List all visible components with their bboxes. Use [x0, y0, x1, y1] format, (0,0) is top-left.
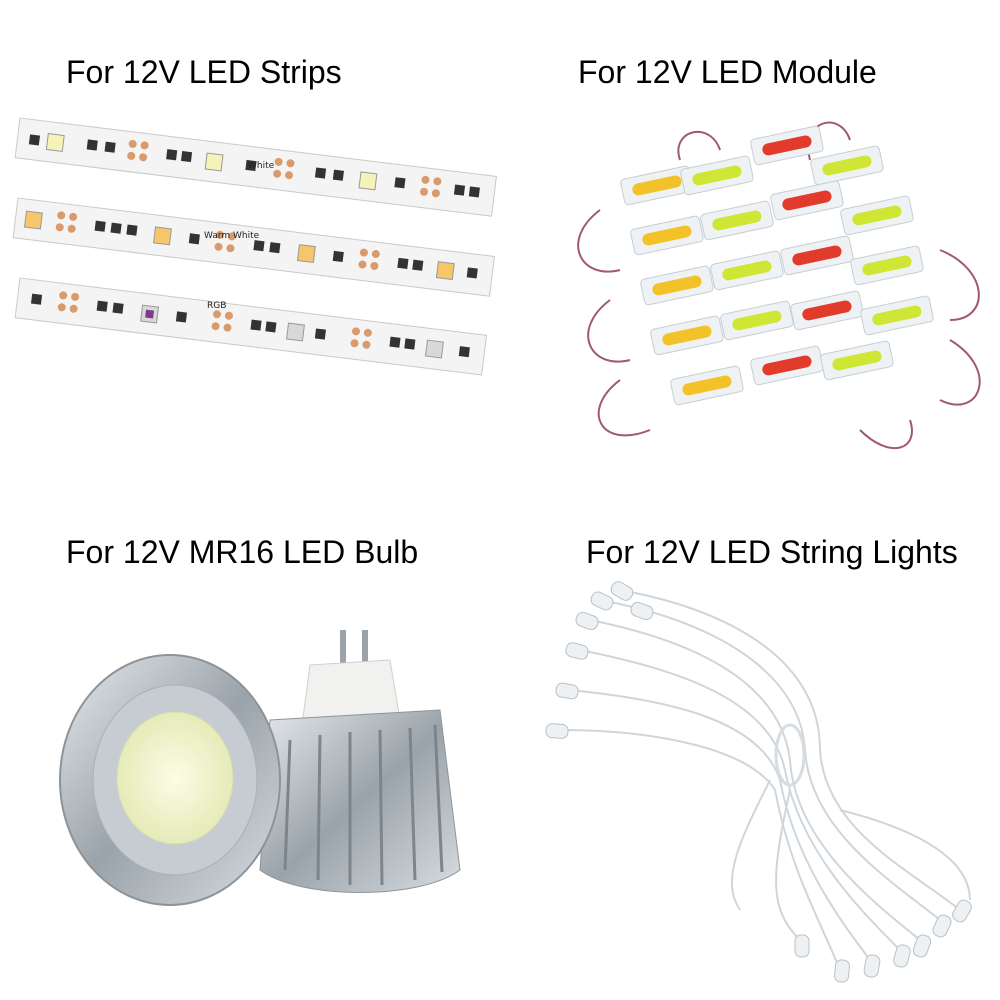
strip-rgb — [14, 277, 488, 376]
string-lights-image — [540, 580, 1000, 990]
strip-warm-white — [12, 197, 495, 297]
caption-led-module: For 12V LED Module — [578, 54, 877, 90]
led-bulb-tips — [545, 581, 972, 983]
led-module-image — [560, 100, 1000, 470]
strip-label-rgb: RGB — [207, 301, 226, 311]
resistor — [28, 134, 41, 146]
mr16-bulb-svg — [59, 630, 461, 906]
led-strips-svg: White Warm White — [12, 117, 497, 376]
led-strips-image: White Warm White — [0, 100, 500, 430]
bulb-heatsink — [259, 709, 461, 893]
led-module-svg — [577, 121, 981, 449]
led-chip — [45, 133, 65, 152]
bulb-pin — [362, 630, 368, 670]
strip-label-warm-white: Warm White — [204, 231, 260, 241]
cable-tie — [774, 723, 806, 787]
caption-string-lights: For 12V LED String Lights — [586, 534, 958, 570]
module-stack — [620, 125, 934, 406]
string-lights-svg — [545, 581, 972, 983]
caption-mr16-bulb: For 12V MR16 LED Bulb — [66, 534, 419, 570]
caption-led-strips: For 12V LED Strips — [66, 54, 342, 90]
strip-label-white: White — [248, 161, 275, 171]
bulb-cob-led — [116, 711, 234, 845]
mr16-bulb-image — [40, 600, 500, 930]
strip-white — [14, 117, 497, 217]
bulb-pin — [340, 630, 346, 670]
